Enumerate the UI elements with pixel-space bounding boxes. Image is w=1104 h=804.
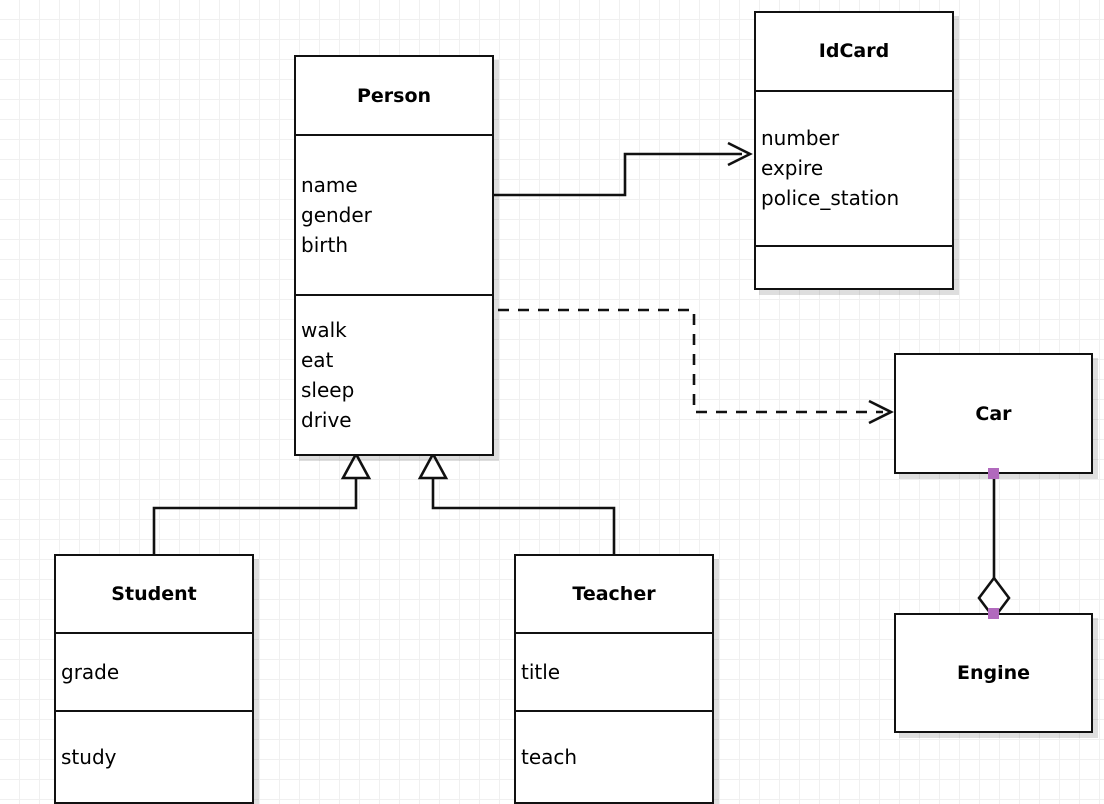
operation-item: eat — [301, 348, 334, 372]
operation-item: sleep — [301, 378, 355, 402]
class-title-car: Car — [975, 402, 1012, 425]
generalization-teacher-person[interactable] — [417, 451, 616, 554]
edge-handle-car-end[interactable] — [988, 468, 999, 479]
class-attributes-teacher[interactable]: title — [516, 631, 712, 711]
attribute-item: name — [301, 173, 358, 197]
class-title-idcard: IdCard — [818, 40, 890, 63]
aggregation-car-engine[interactable] — [977, 474, 1011, 621]
operation-item: drive — [301, 408, 352, 432]
attribute-item: grade — [61, 660, 120, 685]
operation-item: walk — [301, 318, 347, 342]
edge-handle-engine-end[interactable] — [988, 608, 999, 619]
class-attributes-idcard[interactable]: number expire police_station — [756, 89, 952, 245]
operation-item: study — [61, 745, 117, 770]
attribute-item: title — [521, 660, 561, 685]
class-box-student[interactable]: Student grade study — [54, 554, 254, 804]
attribute-item: gender — [301, 203, 372, 227]
class-title-student: Student — [111, 582, 197, 605]
class-box-person[interactable]: Person name gender birth walk eat sleep … — [294, 55, 494, 456]
association-person-idcard[interactable] — [494, 141, 753, 197]
operation-item: teach — [521, 745, 578, 770]
attribute-item: police_station — [761, 186, 900, 211]
class-box-teacher[interactable]: Teacher title teach — [514, 554, 714, 804]
attribute-item: number — [761, 126, 840, 151]
class-title-teacher: Teacher — [572, 582, 656, 605]
class-box-engine[interactable]: Engine — [894, 613, 1093, 733]
class-operations-student[interactable]: study — [56, 710, 252, 802]
attribute-item: expire — [761, 156, 824, 181]
class-box-car[interactable]: Car — [894, 353, 1093, 474]
dependency-person-car[interactable] — [498, 308, 894, 425]
class-title-person: Person — [356, 84, 432, 107]
class-operations-teacher[interactable]: teach — [516, 710, 712, 802]
class-attributes-person[interactable]: name gender birth — [296, 134, 492, 294]
class-operations-idcard[interactable] — [756, 244, 952, 288]
generalization-student-person[interactable] — [152, 451, 372, 554]
attribute-item: birth — [301, 233, 348, 257]
class-operations-person[interactable]: walk eat sleep drive — [296, 294, 492, 454]
class-box-idcard[interactable]: IdCard number expire police_station — [754, 11, 954, 290]
class-title-engine: Engine — [956, 662, 1031, 684]
class-attributes-student[interactable]: grade — [56, 631, 252, 711]
